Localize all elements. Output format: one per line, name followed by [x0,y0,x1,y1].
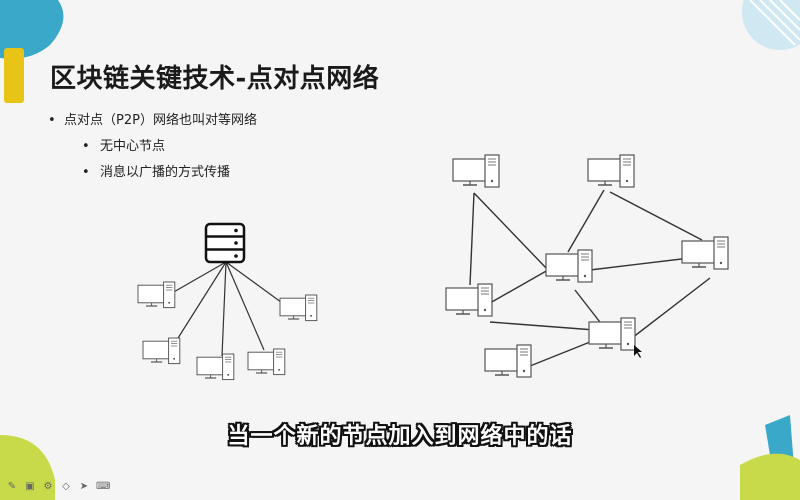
star-links [171,261,286,357]
client-computer-icon [196,353,235,381]
bullet-item: • 点对点（P2P）网络也叫对等网络 [48,108,257,134]
peer-computer-icon [452,154,500,188]
bottom-left-decoration [0,435,55,500]
eraser-icon[interactable]: ◇ [62,481,70,492]
mouse-cursor-icon [634,345,642,358]
bullet-list: • 点对点（P2P）网络也叫对等网络 • 无中心节点 • 消息以广播的方式传播 [48,108,257,186]
peer-computer-icon [445,283,493,317]
bullet-dot-icon: • [82,139,90,154]
top-right-decoration [742,0,800,50]
peer-computer-icon [545,249,593,283]
server-icon [204,222,246,264]
pen-icon[interactable]: ✎ [7,481,17,492]
peer-computer-icon [587,154,635,188]
peer-computer-icon [484,344,532,378]
screen-icon[interactable]: ▣ [25,481,35,492]
bullet-item: • 消息以广播的方式传播 [82,160,257,186]
peer-computer-icon [681,236,729,270]
bullet-item: • 无中心节点 [82,134,257,160]
keyboard-icon[interactable]: ⌨ [96,481,111,492]
client-computer-icon [247,348,286,376]
peer-computer-icon [588,317,636,351]
bottom-right-decoration [740,415,800,500]
bullet-dot-icon: • [48,113,56,128]
annotation-toolbar: ✎ ▣ ⚙ ◇ ➤ ⌨ [6,481,111,497]
pointer-icon[interactable]: ➤ [79,481,89,492]
top-left-decoration [0,0,64,103]
client-computer-icon [137,281,176,309]
client-computer-icon [279,294,318,322]
client-computer-icon [142,337,181,365]
slide-title: 区块链关键技术-点对点网络 [50,64,380,94]
bullet-dot-icon: • [82,165,90,180]
settings-icon[interactable]: ⚙ [43,481,53,492]
video-subtitle: 当一个新的节点加入到网络中的话 [227,424,573,449]
